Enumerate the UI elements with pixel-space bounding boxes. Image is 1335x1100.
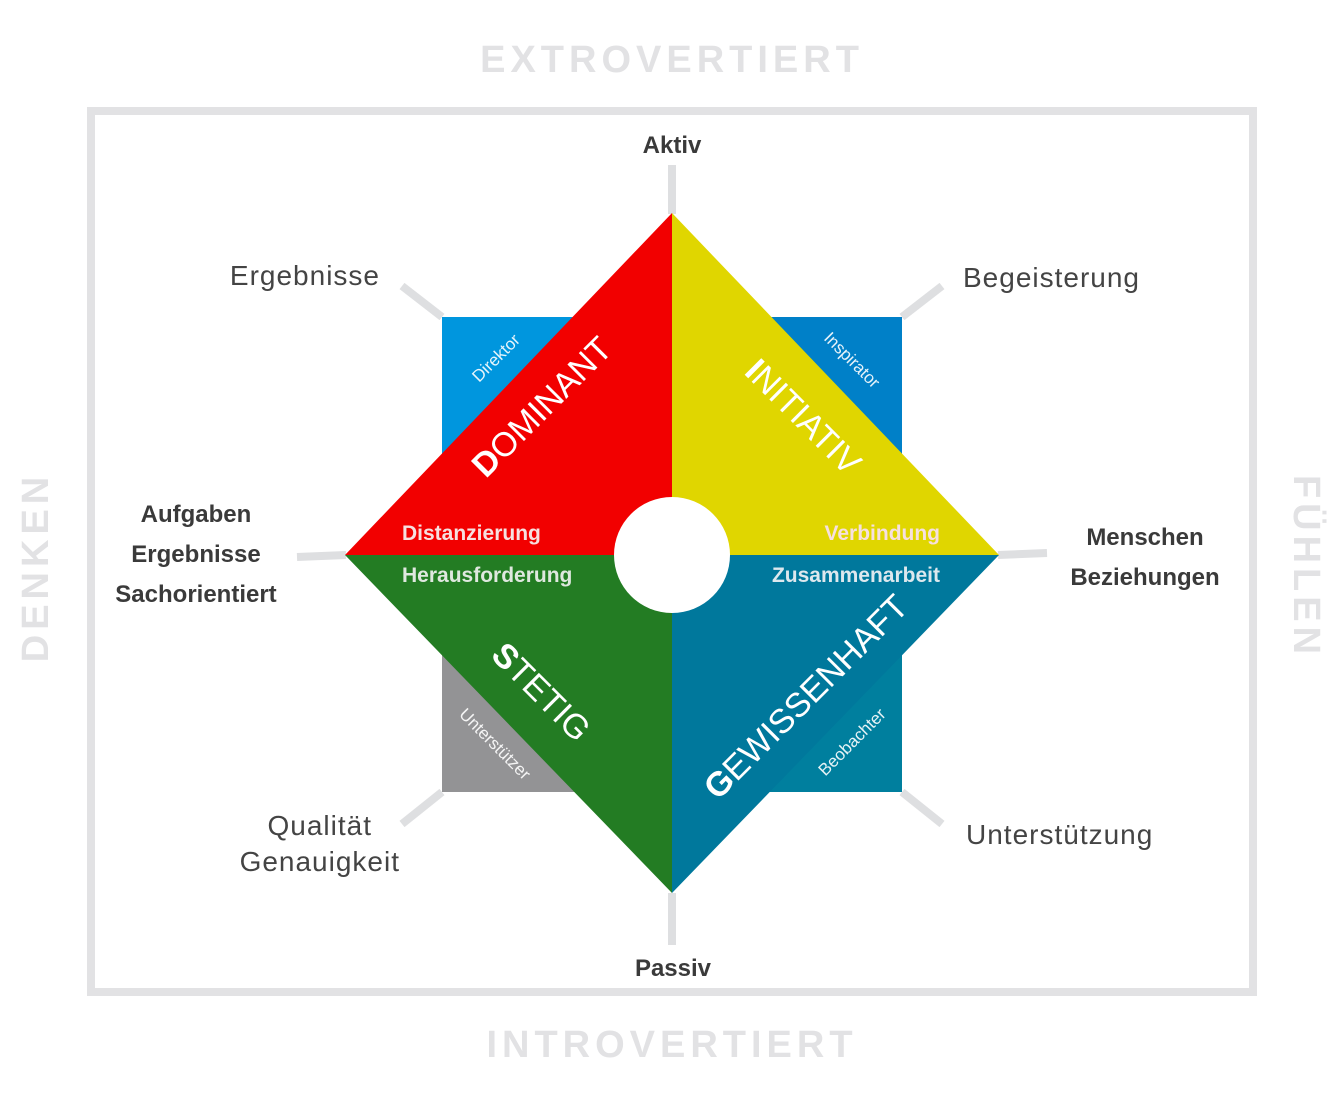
connectors: [296, 165, 1048, 945]
trait-distanzierung: Distanzierung: [402, 522, 541, 545]
quadrant-initiativ: [672, 213, 999, 555]
axis-label-top: EXTROVERTIERT: [480, 39, 864, 81]
pole-right-1: Menschen: [1086, 524, 1203, 551]
axis-label-bottom: INTROVERTIERT: [486, 1024, 857, 1066]
trait-herausforderung: Herausforderung: [402, 564, 572, 587]
quadrant-gewissenhaft: [672, 555, 999, 893]
corner-bottom-right: Unterstützung: [966, 819, 1153, 850]
axis-label-left: DENKEN: [15, 472, 57, 662]
center-circle: [614, 497, 730, 613]
pole-left-1: Aufgaben: [141, 501, 252, 528]
corner-top-left: Ergebnisse: [230, 260, 380, 291]
trait-verbindung: Verbindung: [825, 522, 941, 545]
pole-bottom: Passiv: [635, 955, 712, 982]
quadrant-dominant: [345, 213, 672, 555]
corner-bottom-left-2: Genauigkeit: [240, 846, 400, 877]
axis-label-right: FÜHLEN: [1285, 475, 1328, 659]
trait-zusammenarbeit: Zusammenarbeit: [772, 564, 940, 587]
pole-right-2: Beziehungen: [1070, 564, 1219, 591]
corner-bottom-left-1: Qualität: [268, 810, 373, 841]
pole-left-2: Ergebnisse: [131, 541, 260, 568]
corner-top-right: Begeisterung: [963, 262, 1140, 293]
pole-top: Aktiv: [643, 132, 702, 159]
frame: [87, 107, 1257, 996]
pole-left-3: Sachorientiert: [115, 581, 276, 608]
quadrant-stetig: [345, 555, 672, 893]
